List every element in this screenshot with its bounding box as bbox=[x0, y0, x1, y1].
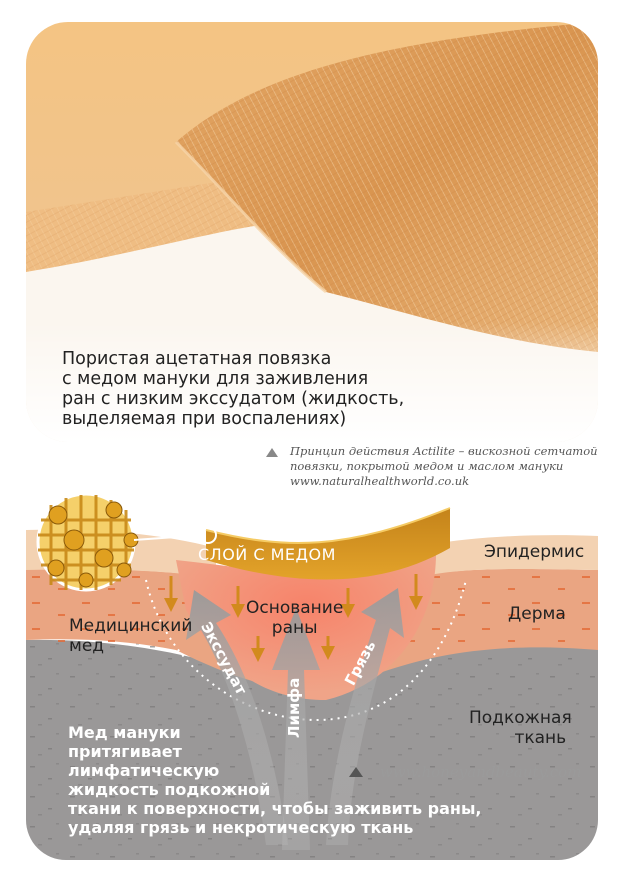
wound-base-label: Основание раны bbox=[246, 598, 343, 638]
label-line: Медицинский bbox=[69, 616, 193, 636]
credit-line: Принцип действия Actilite – вискозной се… bbox=[290, 444, 598, 458]
label-line: Основание bbox=[246, 598, 344, 618]
credit-url: www.naturalhealthworld.co.uk bbox=[290, 474, 470, 488]
caption-line: выделяемая при воспалениях) bbox=[62, 409, 347, 429]
image-credit: Принцип действия Actilite – вискозной се… bbox=[290, 444, 610, 489]
label-line: раны bbox=[271, 618, 318, 638]
description-line: лимфатическую bbox=[68, 761, 220, 780]
honey-layer-label: СЛОЙ С МЕДОМ bbox=[198, 545, 336, 564]
diagram-description: Мед мануки притягивает лимфатическую жид… bbox=[68, 723, 482, 837]
credit-line: повязки, покрытой медом и маслом мануки bbox=[290, 459, 564, 473]
subcutaneous-label: Подкожная ткань bbox=[469, 708, 572, 748]
label-line: мед bbox=[69, 636, 105, 656]
label-line: Подкожная bbox=[469, 708, 572, 728]
photo-caption: Пористая ацетатная повязка с медом манук… bbox=[62, 349, 422, 429]
caption-line: ран с низким экссудатом (жидкость, bbox=[62, 389, 405, 409]
watermark: www.honeyandbeauty.com bbox=[380, 763, 582, 781]
description-line: ткани к поверхности, чтобы заживить раны… bbox=[68, 799, 482, 818]
caption-line: Пористая ацетатная повязка bbox=[62, 349, 332, 369]
description-line: притягивает bbox=[68, 742, 182, 761]
dressing-illustration bbox=[26, 22, 598, 442]
triangle-marker-icon bbox=[266, 448, 278, 457]
skin-layers-illustration bbox=[26, 490, 598, 860]
wound-healing-diagram bbox=[26, 490, 598, 860]
label-line: ткань bbox=[514, 728, 567, 748]
description-line: Мед мануки bbox=[68, 723, 181, 742]
description-line: жидкость подкожной bbox=[68, 780, 271, 799]
dermis-label: Дерма bbox=[508, 604, 566, 624]
caption-line: с медом мануки для заживления bbox=[62, 369, 369, 389]
dressing-photo: Пористая ацетатная повязка с медом манук… bbox=[26, 22, 598, 442]
epidermis-label: Эпидермис bbox=[484, 542, 585, 562]
medical-honey-label: Медицинский мед bbox=[69, 616, 192, 656]
description-line: удаляя грязь и некротическую ткань bbox=[68, 818, 414, 837]
triangle-marker-icon bbox=[349, 767, 363, 777]
